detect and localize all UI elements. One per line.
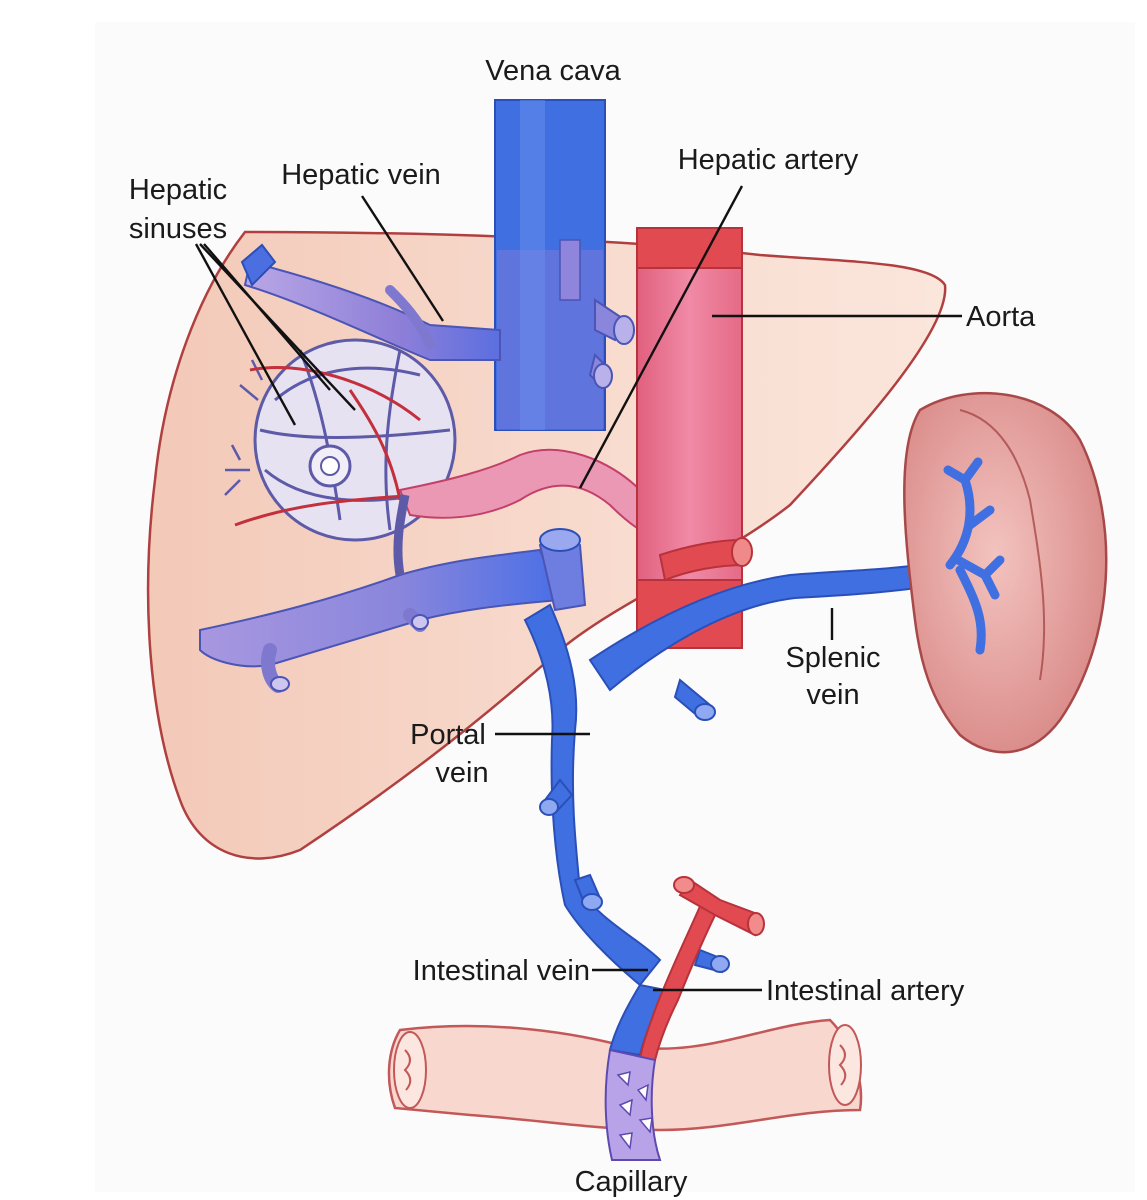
capillary xyxy=(604,1048,662,1161)
label-hepatic-artery: Hepatic artery xyxy=(678,144,859,176)
hepatic-vein xyxy=(240,239,635,389)
label-aorta: Aorta xyxy=(966,301,1036,333)
vena-cava xyxy=(494,99,606,431)
aorta xyxy=(636,227,753,649)
label-portal-vein-line2: vein xyxy=(435,757,488,789)
leader-lines xyxy=(194,185,962,992)
label-intestinal-vein: Intestinal vein xyxy=(413,955,590,987)
portal-vein-liver-branches xyxy=(199,494,587,693)
label-hepatic-sinuses-line2: sinuses xyxy=(129,213,227,245)
label-splenic-vein-line2: vein xyxy=(806,679,859,711)
label-hepatic-sinuses-line1: Hepatic xyxy=(129,174,227,206)
label-splenic-vein-line1: Splenic xyxy=(785,642,880,674)
label-portal-vein-line1: Portal xyxy=(410,719,486,751)
label-capillary: Capillary xyxy=(575,1166,688,1198)
spleen xyxy=(903,391,1108,754)
intestinal-vessels xyxy=(608,876,765,1061)
label-vena-cava: Vena cava xyxy=(485,55,621,87)
label-intestinal-artery: Intestinal artery xyxy=(766,975,965,1007)
label-hepatic-vein: Hepatic vein xyxy=(281,159,441,191)
